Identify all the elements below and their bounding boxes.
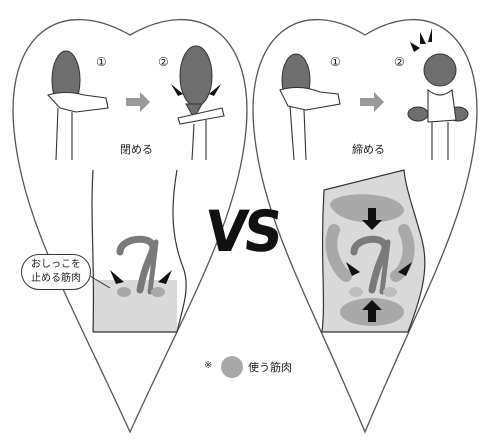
right-balloon-1	[280, 54, 340, 160]
left-step-1-label: ①	[96, 55, 107, 69]
left-step-arrow	[126, 92, 150, 112]
left-balloon-2	[171, 46, 224, 160]
bubble-line-2: 止める筋肉	[22, 272, 90, 286]
right-step-2-label: ②	[394, 55, 405, 69]
left-action-label: 閉める	[120, 141, 153, 157]
bubble-line-1: おしっこを	[22, 258, 90, 272]
left-step-2-label: ②	[158, 55, 169, 69]
vs-title: VS	[203, 198, 283, 264]
right-step-1-label: ①	[330, 55, 341, 69]
right-step-arrow	[360, 92, 384, 112]
urine-stop-muscle-bubble: おしっこを 止める筋肉	[21, 254, 91, 290]
legend-text: 使う筋肉	[248, 359, 292, 375]
right-pelvis-diagram	[322, 170, 425, 332]
legend-muscle-swatch	[221, 356, 243, 378]
right-balloon-2	[408, 28, 468, 160]
legend-note-mark: ※	[204, 360, 212, 371]
right-action-label: 締める	[352, 141, 385, 157]
left-pelvis-diagram	[90, 170, 186, 332]
